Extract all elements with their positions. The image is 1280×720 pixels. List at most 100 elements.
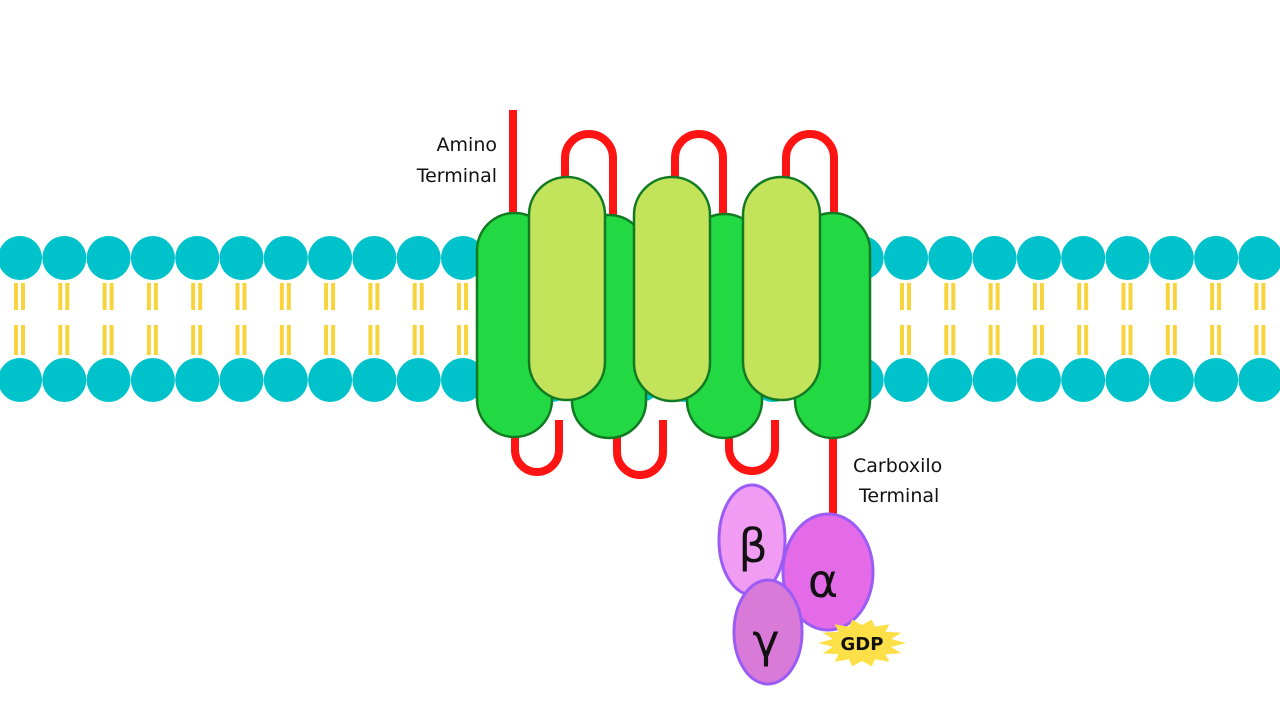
lipid-head-lower: [972, 358, 1017, 402]
lipid-tail: [1261, 325, 1266, 355]
lipid-head-lower: [219, 358, 264, 402]
lipid-head-upper: [308, 236, 353, 280]
lipid-tail: [900, 325, 904, 355]
carboxyl-label-line1: Carboxilo: [853, 455, 942, 477]
lipid-head-lower: [308, 358, 353, 402]
lipid-tail: [464, 283, 468, 310]
lipid-head-lower: [884, 358, 928, 402]
lipid-tail: [14, 283, 18, 310]
lipid-tail: [457, 283, 461, 310]
lipid-head-upper: [263, 236, 308, 280]
beta-symbol: β: [738, 519, 767, 573]
lipid-tail: [1165, 283, 1170, 310]
lipid-tail: [235, 325, 240, 355]
lipid-head-lower: [928, 358, 973, 402]
extracellular-loop-2: [671, 130, 727, 220]
intracellular-loop-1: [511, 420, 563, 476]
lipid-tail: [464, 325, 468, 355]
lipid-head-upper: [1194, 236, 1239, 280]
lipid-tail: [331, 325, 336, 355]
helix-light-1: [527, 175, 607, 402]
lipid-head-lower: [1194, 358, 1239, 402]
lipid-tail: [286, 283, 291, 310]
lipid-head-upper: [928, 236, 973, 280]
lipid-tail: [951, 325, 956, 355]
lipid-tail: [951, 283, 956, 310]
lipid-head-lower: [1149, 358, 1194, 402]
lipid-tail: [944, 283, 949, 310]
lipid-tail: [944, 325, 949, 355]
helix-light-3: [741, 175, 822, 402]
transmembrane-helices: [475, 175, 872, 440]
lipid-head-lower: [130, 358, 175, 402]
lipid-tail: [21, 283, 25, 310]
extracellular-loop-1: [561, 130, 617, 220]
lipid-tail: [995, 325, 1000, 355]
lipid-head-upper: [175, 236, 220, 280]
lipid-head-upper: [1061, 236, 1106, 280]
lipid-tail: [65, 283, 70, 310]
lipid-head-lower: [1016, 358, 1061, 402]
g-protein: β α γ GDP: [717, 483, 906, 686]
helix-light-2: [632, 175, 712, 403]
lipid-tail: [907, 325, 911, 355]
lipid-tail: [198, 283, 203, 310]
lipid-tail: [1077, 325, 1082, 355]
lipid-head-upper: [1105, 236, 1150, 280]
lipid-tail: [368, 283, 373, 310]
lipid-head-upper: [352, 236, 397, 280]
lipid-tail: [375, 325, 380, 355]
carboxyl-label-line2: Terminal: [858, 485, 939, 507]
gdp-label: GDP: [841, 634, 884, 655]
lipid-tail: [1165, 325, 1170, 355]
lipid-head-lower: [0, 358, 42, 402]
lipid-tail: [419, 283, 424, 310]
lipid-head-upper: [1238, 236, 1280, 280]
lipid-head-lower: [352, 358, 397, 402]
lipid-tail: [109, 325, 114, 355]
lipid-head-upper: [0, 236, 42, 280]
lipid-tail: [109, 283, 114, 310]
lipid-tail: [368, 325, 373, 355]
lipid-tail: [1039, 283, 1044, 310]
lipid-tail: [279, 283, 284, 310]
lipid-tail: [153, 325, 158, 355]
lipid-head-upper: [1016, 236, 1061, 280]
lipid-tail: [331, 283, 336, 310]
lipid-tail: [1084, 283, 1089, 310]
lipid-head-lower: [396, 358, 441, 402]
lipid-tail: [900, 283, 904, 310]
lipid-tail: [1121, 283, 1126, 310]
lipid-tail: [1217, 283, 1222, 310]
amino-label-line1: Amino: [437, 134, 497, 156]
lipid-tail: [102, 325, 107, 355]
lipid-tail: [1128, 325, 1133, 355]
lipid-tail: [995, 283, 1000, 310]
lipid-tail: [191, 283, 196, 310]
lipid-head-lower: [42, 358, 87, 402]
lipid-tail: [419, 325, 424, 355]
lipid-tail: [191, 325, 196, 355]
lipid-head-upper: [972, 236, 1017, 280]
lipid-head-upper: [42, 236, 87, 280]
carboxyl-terminal-label: Carboxilo Terminal: [853, 455, 942, 507]
lipid-tail: [242, 283, 247, 310]
lipid-head-upper: [441, 236, 485, 280]
lipid-head-upper: [396, 236, 441, 280]
lipid-head-lower: [441, 358, 485, 402]
lipid-head-upper: [1149, 236, 1194, 280]
lipid-tail: [457, 325, 461, 355]
gdp-starburst: [818, 619, 906, 667]
lipid-tail: [988, 283, 993, 310]
gamma-subunit: [732, 578, 804, 686]
lipid-head-upper: [130, 236, 175, 280]
lipid-tail: [279, 325, 284, 355]
lipid-tail: [58, 325, 63, 355]
intracellular-loop-2: [613, 420, 667, 479]
alpha-symbol: α: [808, 554, 838, 608]
gamma-symbol: γ: [752, 614, 779, 668]
amino-label-line2: Terminal: [416, 165, 497, 187]
lipid-tail: [1210, 325, 1215, 355]
lipid-head-lower: [1105, 358, 1150, 402]
